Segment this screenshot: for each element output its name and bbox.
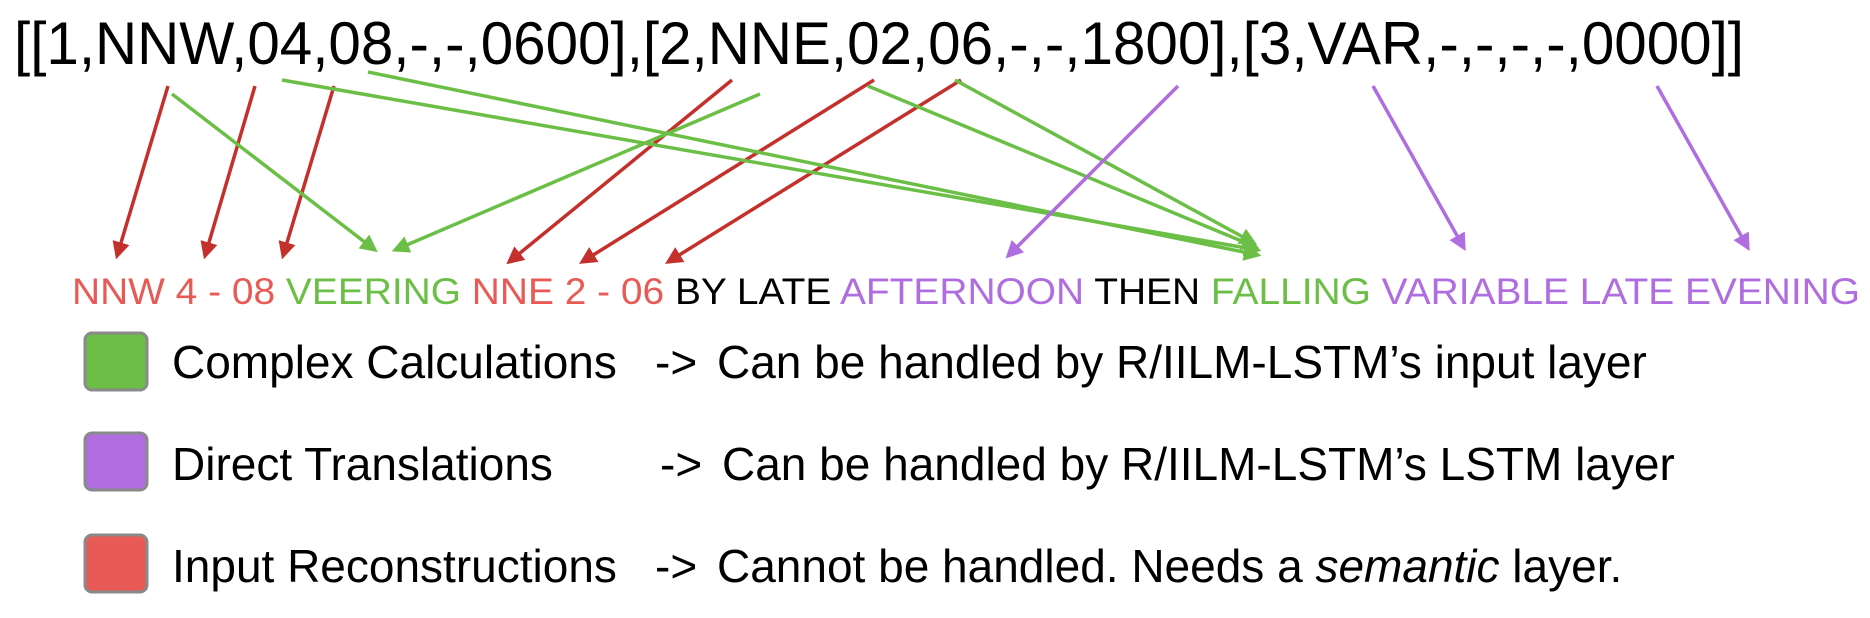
- legend-input: Input Reconstructions -> Cannot be handl…: [83, 533, 1622, 594]
- arrow-green-4: [367, 70, 1262, 261]
- legend-desc: Can be handled by R/IILM-LSTM’s input la…: [717, 336, 1647, 388]
- legend-swatch-purple: [83, 431, 149, 492]
- output-token: BY LATE: [675, 271, 840, 312]
- legend-direct: Direct Translations -> Can be handled by…: [83, 431, 1675, 492]
- output-token: VARIABLE LATE EVENING: [1382, 271, 1860, 312]
- legend-arrow: ->: [655, 540, 697, 592]
- output-token: AFTERNOON: [840, 271, 1094, 312]
- output-token: NNE 2 - 06: [472, 271, 675, 312]
- arrow-red-4: [506, 78, 734, 265]
- legend-arrow: ->: [660, 438, 702, 490]
- arrow-purple-2: [1371, 85, 1466, 252]
- legend: Complex Calculations -> Can be handled b…: [83, 331, 1675, 594]
- output-token: VEERING: [286, 271, 472, 312]
- legend-arrow: ->: [655, 336, 697, 388]
- arrow-red-2: [200, 85, 257, 260]
- legend-desc-pre: Cannot be handled. Needs a: [717, 540, 1315, 592]
- legend-label: Input Reconstructions: [172, 540, 617, 592]
- arrow-red-3: [278, 85, 336, 260]
- arrow-green-1: [170, 92, 378, 253]
- output-sentence: NNW 4 - 08 VEERING NNE 2 - 06 BY LATE AF…: [72, 271, 1860, 312]
- arrow-purple-1: [1005, 84, 1180, 259]
- legend-label: Direct Translations: [172, 438, 553, 490]
- legend-desc: Cannot be handled. Needs a semantic laye…: [717, 540, 1622, 592]
- mapping-arrows: [112, 70, 1750, 265]
- legend-desc-post: layer.: [1500, 540, 1623, 592]
- output-token: FALLING: [1211, 271, 1382, 312]
- arrow-red-5: [579, 78, 875, 264]
- output-token: THEN: [1094, 271, 1211, 312]
- legend-complex: Complex Calculations -> Can be handled b…: [83, 331, 1647, 392]
- arrow-green-5: [867, 84, 1260, 250]
- output-token: NNW 4 - 08: [72, 271, 286, 312]
- arrow-purple-3: [1655, 85, 1750, 252]
- arrow-red-1: [112, 85, 170, 260]
- legend-swatch-red: [83, 533, 149, 594]
- source-sequence: [[1,NNW,04,08,-,-,0600],[2,NNE,02,06,-,-…: [14, 10, 1744, 77]
- arrow-green-2: [391, 92, 761, 253]
- legend-label: Complex Calculations: [172, 336, 617, 388]
- legend-desc: Can be handled by R/IILM-LSTM’s LSTM lay…: [722, 438, 1675, 490]
- legend-swatch-green: [83, 331, 149, 392]
- legend-desc-emphasis: semantic: [1315, 540, 1499, 592]
